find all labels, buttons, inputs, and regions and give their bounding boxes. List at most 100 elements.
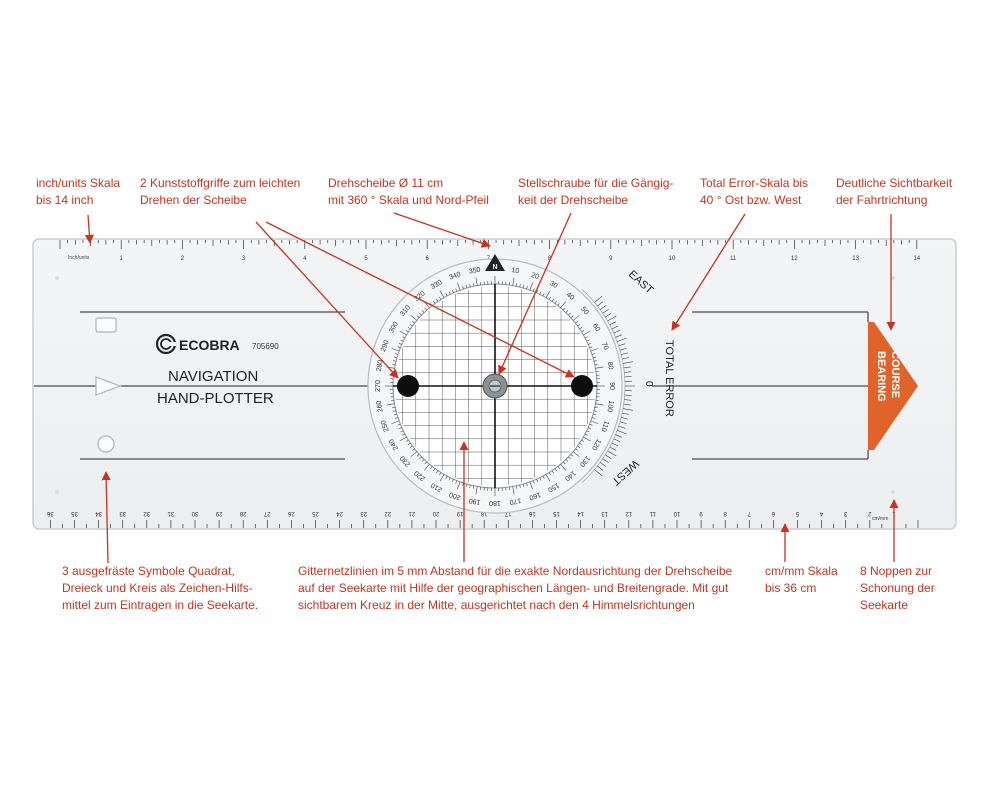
triangle-cutout-symbol[interactable] [95,376,122,396]
degree-tick [398,343,402,345]
degree-tick [532,288,535,292]
inch-tick-label: 3 [242,256,246,262]
degree-tick [392,363,396,366]
degree-tick [590,348,599,352]
error-tick [618,343,626,347]
error-tick [607,315,617,322]
degree-label: 80 [606,361,614,370]
degree-tick [548,296,551,300]
degree-tick [584,433,588,436]
degree-tick [424,461,427,465]
degree-tick [589,346,593,349]
degree-tick [462,286,464,290]
degree-tick [421,459,425,462]
degree-tick [529,282,533,291]
cm-tick-label: 14 [577,510,584,516]
annotation-visibility: Deutliche Sichtbarkeit der Fahrtrichtung [836,176,953,207]
degree-tick [584,336,588,339]
degree-tick [409,324,413,327]
annotation-cm-scale: cm/mm Skala bis 36 cm [765,564,838,595]
degree-tick [563,461,566,465]
cm-tick-label: 26 [287,510,294,516]
degree-tick [445,475,448,479]
degree-label: 160 [528,490,541,501]
error-tick [605,454,612,459]
error-tick [599,462,607,467]
error-tick [594,295,603,303]
degree-tick [568,456,571,460]
adjustment-screw[interactable] [482,373,508,399]
course-bearing-arrow [868,322,918,450]
degree-tick [398,427,402,429]
degree-tick [448,291,451,295]
degree-tick [433,468,436,472]
error-tick [623,366,631,369]
cm-tick-label: 13 [601,510,608,516]
inch-tick-label: 4 [303,256,307,262]
degree-tick [416,454,420,457]
degree-tick [410,315,418,321]
cm-tick-label: 33 [119,510,126,516]
degree-tick [430,466,433,469]
degree-label: 290 [380,339,391,352]
degree-tick [400,339,404,342]
circle-cutout-symbol[interactable] [97,435,115,453]
degree-tick [436,470,439,474]
degree-tick [469,484,471,488]
error-tick [613,330,621,334]
degree-tick [570,315,574,318]
cm-units-label: cm/mm [872,516,888,522]
degree-tick [439,290,445,298]
degree-tick [586,430,590,433]
degree-tick [522,483,525,488]
degree-tick [563,307,566,311]
degree-label: 270 [375,380,382,392]
degree-tick [402,336,406,339]
degree-tick [565,459,569,462]
cm-tick-label: 3 [843,510,847,516]
degree-tick [568,312,571,316]
degree-tick [407,442,411,445]
degree-tick [462,482,464,486]
degree-tick [405,330,409,333]
degree-tick [590,420,599,424]
cm-tick-label: 15 [553,510,560,516]
error-tick [621,417,629,420]
cm-tick-label: 29 [215,510,222,516]
degree-tick [526,286,528,290]
degree-scale: 1020304050607080901001101201301401501601… [375,267,615,507]
cm-tick-label: 24 [336,510,343,516]
degree-tick [391,420,400,424]
degree-label: 180 [489,499,501,506]
cm-tick-label: 23 [360,510,367,516]
error-tick [613,438,621,442]
cm-tick-label: 35 [71,510,78,516]
degree-tick [593,360,597,362]
degree-tick [445,293,448,297]
total-error-scale [581,289,635,483]
inch-tick-label: 13 [852,256,859,262]
degree-tick [551,298,554,302]
inch-tick-label: 11 [730,256,737,262]
cm-tick-label: 25 [312,510,319,516]
degree-tick [583,436,591,442]
degree-tick [575,321,578,324]
course-bearing-line1: COURSE [889,351,901,398]
degree-label: 120 [590,438,602,452]
grip-left[interactable] [397,375,419,397]
degree-label: 50 [579,306,589,317]
error-tick [615,434,623,438]
degree-label: 30 [548,280,558,290]
degree-tick [551,470,554,474]
degree-tick [465,284,468,289]
degree-tick [439,296,442,300]
degree-tick [512,486,515,495]
error-tick [619,347,627,351]
degree-tick [592,413,597,416]
degree-tick [392,406,396,409]
error-tick [594,469,603,477]
square-cutout-symbol[interactable] [95,317,117,333]
grip-right[interactable] [571,375,593,397]
error-tick [619,421,627,425]
